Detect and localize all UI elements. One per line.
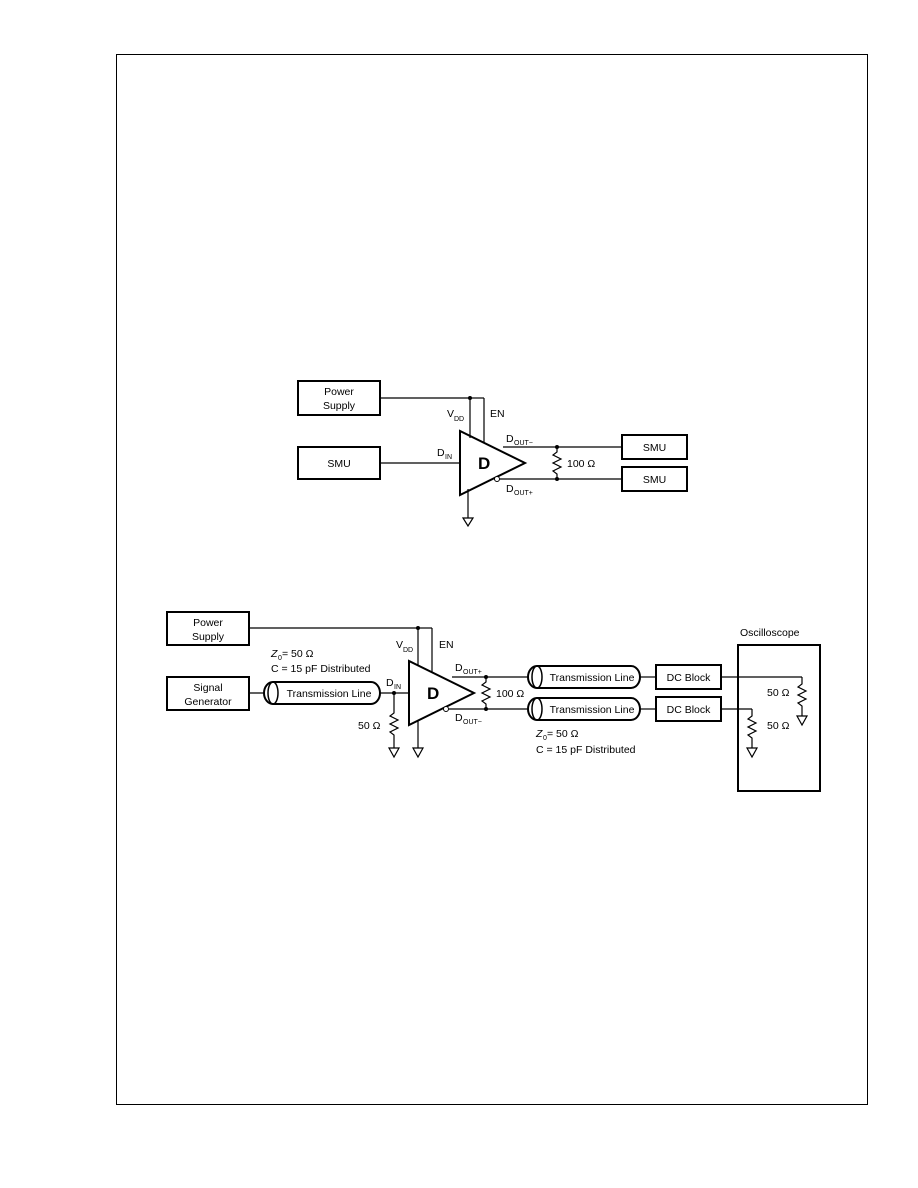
dc-block-top: DC Block <box>655 664 722 690</box>
z0-out-subscript: 0 <box>543 735 547 742</box>
ground-symbol-scope-bottom <box>745 747 759 759</box>
resistor-50-ohm-input <box>388 693 400 748</box>
transmission-line-top-label: Transmission Line <box>550 672 635 684</box>
r-in-label: 50 Ω <box>358 720 381 732</box>
smu-input-block: SMU <box>297 446 381 480</box>
signal-generator-label-1: Signal <box>193 682 222 694</box>
dout-plus-2-label: D <box>455 662 463 674</box>
ground-symbol-driver <box>411 747 425 759</box>
resistor-100-ohm <box>551 447 563 479</box>
din-2-label: D <box>386 677 394 689</box>
diagram-ac-test: Power Supply V DD EN Z 0 = 50 Ω C = 15 p… <box>166 611 821 792</box>
vdd-label: V <box>447 408 454 420</box>
smu-top-label: SMU <box>643 442 666 454</box>
dout-minus-subscript: OUT− <box>514 440 533 447</box>
transmission-line-bottom-label: Transmission Line <box>550 704 635 716</box>
scope-r-bottom-label: 50 Ω <box>767 720 790 732</box>
vdd-2-subscript: DD <box>403 647 413 654</box>
dout-plus-subscript: OUT+ <box>514 490 533 497</box>
dout-plus-label: D <box>506 483 514 495</box>
dout-minus-label: D <box>506 433 514 445</box>
smu-top-block: SMU <box>621 434 688 460</box>
smu-bottom-block: SMU <box>621 466 688 492</box>
resistor-100-ohm-2 <box>480 677 492 709</box>
driver-label: D <box>478 454 490 473</box>
diagram-dc-test: Power Supply V DD EN SMU D IN D D OUT− D… <box>297 380 688 528</box>
oscilloscope-label: Oscilloscope <box>740 627 800 639</box>
power-supply-label-2: Supply <box>323 400 356 412</box>
din-2-subscript: IN <box>394 684 401 691</box>
smu-bottom-label: SMU <box>643 474 666 486</box>
ground-symbol-scope-top <box>795 715 809 727</box>
scope-resistor-top <box>796 677 808 716</box>
driver-triangle <box>459 429 528 497</box>
signal-generator-label-2: Generator <box>184 696 232 708</box>
power-supply-label-1: Power <box>324 386 354 398</box>
driver-2-label: D <box>427 684 439 703</box>
din-label: D <box>437 447 445 459</box>
power-supply-block-2: Power Supply <box>166 611 250 646</box>
power-supply-2-label-2: Supply <box>192 631 225 643</box>
din-subscript: IN <box>445 454 452 461</box>
z0-out-label: Z <box>535 728 543 740</box>
z0-value: = 50 Ω <box>282 648 314 660</box>
en-2-label: EN <box>439 639 454 651</box>
ground-symbol <box>461 517 475 528</box>
driver-triangle-2 <box>408 659 477 727</box>
scope-r-top-label: 50 Ω <box>767 687 790 699</box>
vdd-2-label: V <box>396 639 403 651</box>
vdd-subscript: DD <box>454 416 464 423</box>
z0-subscript: 0 <box>278 655 282 662</box>
scope-resistor-bottom <box>746 709 758 748</box>
page-frame <box>116 54 868 1105</box>
cap-note-out: C = 15 pF Distributed <box>536 744 636 756</box>
z0-label: Z <box>270 648 278 660</box>
transmission-line-input-label: Transmission Line <box>287 688 372 700</box>
dout-minus-2-label: D <box>455 712 463 724</box>
transmission-line-top: Transmission Line <box>527 665 641 689</box>
dc-block-top-label: DC Block <box>667 672 712 684</box>
dout-plus-2-subscript: OUT+ <box>463 669 482 676</box>
transmission-line-input: Transmission Line <box>263 681 381 705</box>
transmission-line-bottom: Transmission Line <box>527 697 641 721</box>
ground-symbol-input <box>387 747 401 759</box>
signal-generator-block: Signal Generator <box>166 676 250 711</box>
r-out-label: 100 Ω <box>496 688 524 700</box>
power-supply-2-label-1: Power <box>193 617 223 629</box>
dc-block-bottom-label: DC Block <box>667 704 712 716</box>
power-supply-block: Power Supply <box>297 380 381 416</box>
dout-minus-2-subscript: OUT− <box>463 719 482 726</box>
dc-block-bottom: DC Block <box>655 696 722 722</box>
z0-out-value: = 50 Ω <box>547 728 579 740</box>
resistor-label: 100 Ω <box>567 458 595 470</box>
en-label: EN <box>490 408 505 420</box>
cap-note: C = 15 pF Distributed <box>271 663 371 675</box>
smu-input-label: SMU <box>327 458 350 470</box>
